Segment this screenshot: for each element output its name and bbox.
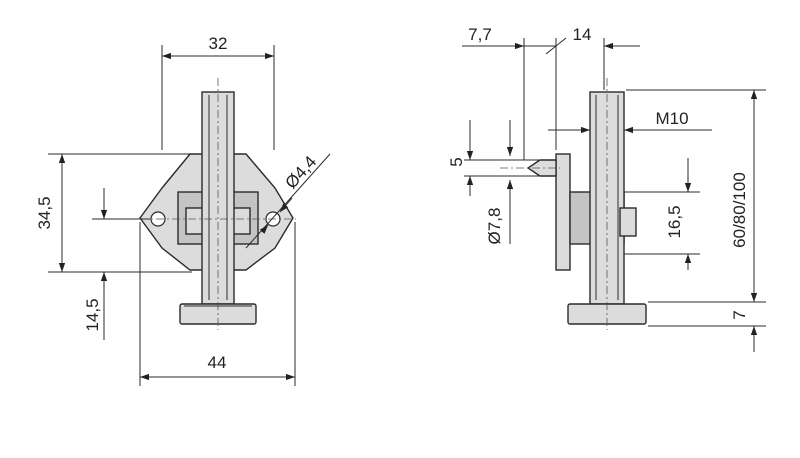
dim-32: 32 (209, 34, 228, 53)
dim-total-height: 60/80/100 (730, 172, 749, 248)
side-view: 7,7 14 M10 5 Ø7,8 16,5 60/80/100 7 (447, 25, 766, 352)
dim-7: 7 (730, 310, 749, 319)
dim-m10: M10 (655, 109, 688, 128)
side-tip (526, 159, 557, 177)
dim-14-5: 14,5 (83, 298, 102, 331)
side-knob (619, 207, 637, 237)
dim-hole-diameter: Ø4,4 (282, 152, 321, 192)
dim-34-5: 34,5 (35, 196, 54, 229)
dim-16-5: 16,5 (665, 205, 684, 238)
dim-14: 14 (573, 25, 592, 44)
side-plate (555, 153, 571, 271)
dim-7-7: 7,7 (468, 25, 492, 44)
dim-tip-diameter: Ø7,8 (485, 208, 504, 245)
front-view: 32 34,5 14,5 44 Ø4,4 (35, 34, 331, 386)
dim-5: 5 (447, 157, 466, 166)
dim-44: 44 (208, 353, 227, 372)
